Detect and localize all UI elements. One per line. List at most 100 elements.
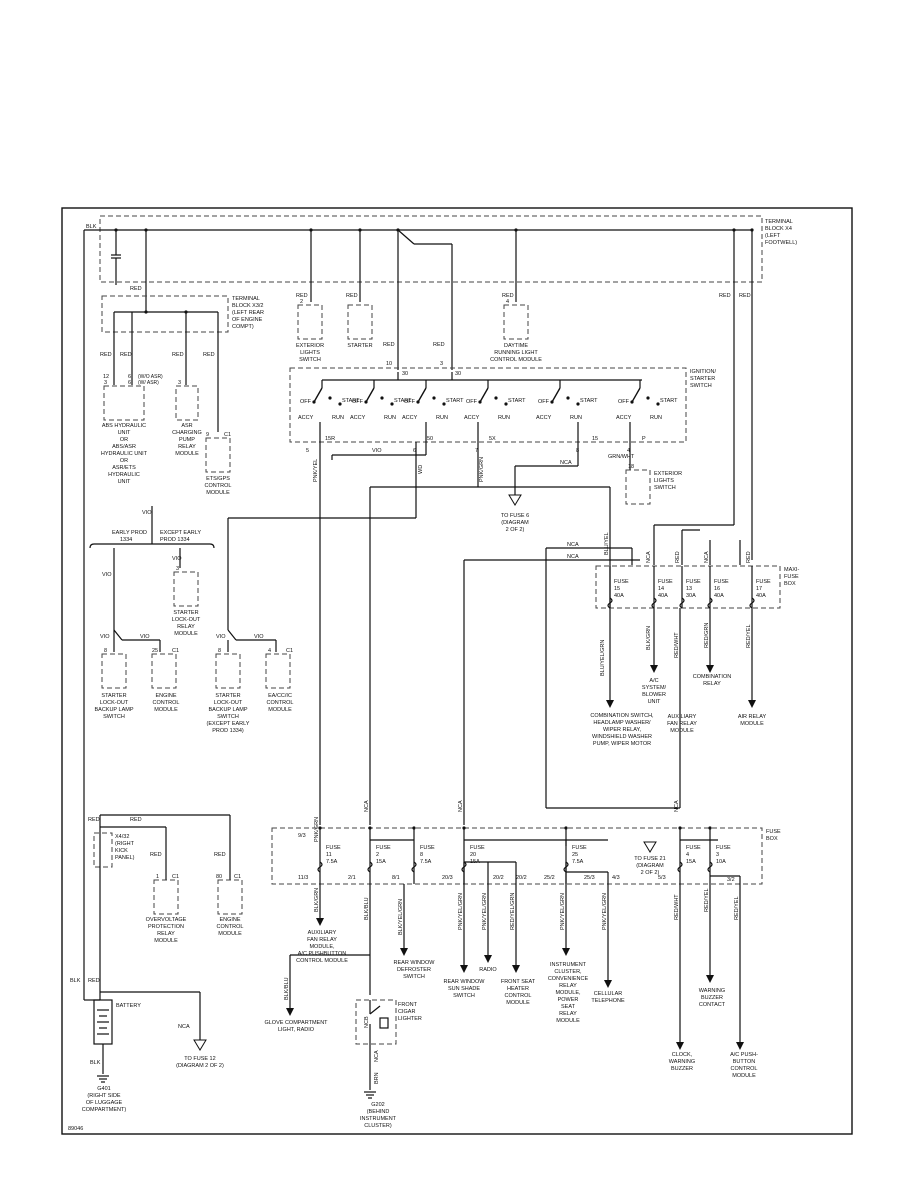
label: 15A	[376, 859, 386, 865]
wire-label: NCA	[374, 1050, 380, 1062]
pin-label: 3	[440, 361, 443, 367]
wire-label: PNK/YEL	[313, 459, 319, 482]
label: AUXILIARY	[308, 930, 337, 936]
pin-label: 2	[300, 299, 303, 305]
label: HEATER	[507, 986, 529, 992]
label: START	[342, 398, 360, 404]
maxi-fuse-box: MAXI- FUSE BOX FUSE1540AFUSE1440AFUSE133…	[595, 565, 799, 609]
label: RUN	[332, 415, 344, 421]
pin-label: 9/3	[298, 833, 306, 839]
label: CLUSTER,	[554, 969, 582, 975]
label: STARTER	[690, 376, 715, 382]
label: SWITCH	[217, 714, 239, 720]
label: AUXILIARY	[668, 714, 697, 720]
label: COMPARTMENT)	[82, 1107, 127, 1113]
label: BLOCK X3/2	[232, 303, 264, 309]
label: (RIGHT SIDE	[87, 1093, 121, 1099]
label: PANEL)	[115, 855, 135, 861]
label: LOCK-OUT	[214, 700, 243, 706]
label: DEFROSTER	[397, 967, 431, 973]
label: RELAY	[157, 931, 175, 937]
label: MODULE	[174, 631, 198, 637]
starter-top: RED STARTER	[346, 293, 373, 349]
label: CONVENIENCE	[548, 976, 589, 982]
label: ABS HYDRAULIC	[102, 423, 146, 429]
label: FUSE	[714, 579, 729, 585]
label: WARNING	[669, 1059, 695, 1065]
label: STARTER	[173, 610, 198, 616]
label: ETS/GPS	[206, 476, 230, 482]
wire-label: RED/YEL	[734, 896, 740, 920]
note: (W/O ASR)	[138, 374, 163, 380]
label: (RIGHT	[115, 841, 135, 847]
wire-label: RED	[502, 293, 514, 299]
drl-control-module: RED 4 DAYTIME RUNNING LIGHT CONTROL MODU…	[490, 293, 542, 363]
label: 2	[376, 852, 379, 858]
label: MODULE	[154, 938, 178, 944]
label: BUTTON	[733, 1059, 756, 1065]
label: START	[446, 398, 464, 404]
fuse6-reference: TO FUSE 6 (DIAGRAM 2 OF 2)	[501, 513, 529, 533]
wire-label: BLK	[86, 224, 97, 230]
wire-label: RED/WHT	[674, 894, 680, 920]
label: BUZZER	[701, 995, 723, 1001]
label: (EXCEPT EARLY	[207, 721, 250, 727]
pin-label: 1	[156, 874, 159, 880]
wire-label: BLK	[70, 978, 81, 984]
document-id: 89046	[68, 1126, 83, 1132]
label: COMPT)	[232, 324, 254, 330]
label: RUN	[384, 415, 396, 421]
label: MODULE	[670, 728, 694, 734]
label: 4	[686, 852, 689, 858]
label: BOX	[784, 581, 796, 587]
label: MODULE	[206, 490, 230, 496]
wire-label: BLU/YEL/GRN	[600, 640, 606, 676]
label: LIGHT, RADIO	[278, 1027, 315, 1033]
label: OFF	[618, 399, 630, 405]
starter-lockout-relay: 3 STARTER LOCK-OUT RELAY MODULE	[172, 566, 201, 637]
conn-label: C1	[224, 432, 231, 438]
wire-label: NCA	[674, 800, 680, 812]
label: SWITCH	[103, 714, 125, 720]
wire-label: RED	[130, 817, 142, 823]
label: 40A	[614, 593, 624, 599]
label: A/C PUSHBUTTON	[298, 951, 347, 957]
label: STARTER	[347, 343, 372, 349]
label: ACCY	[298, 415, 314, 421]
wire-label: RED	[739, 293, 751, 299]
label: 30A	[686, 593, 696, 599]
label: G202	[371, 1102, 384, 1108]
label: CONTROL MODULE	[296, 958, 348, 964]
pin-label: 4/3	[612, 875, 620, 881]
wire-label: NCA	[364, 800, 370, 812]
pin-label: 4	[506, 299, 509, 305]
label: ACCY	[350, 415, 366, 421]
label: MODULE	[175, 451, 199, 457]
label: POWER	[558, 997, 579, 1003]
wire-label: RED/GRN	[704, 623, 710, 648]
label: WINDSHIELD WASHER	[592, 734, 652, 740]
pin-label: 8	[218, 648, 221, 654]
label: SWITCH	[453, 993, 475, 999]
wire-label: VIO	[140, 634, 150, 640]
label: MODULE	[154, 707, 178, 713]
label: 25	[572, 852, 578, 858]
wire-label: RED/YEL/GRN	[510, 893, 516, 930]
wire-label: NCA	[560, 460, 572, 466]
wire-label: VIO	[100, 634, 110, 640]
label: CONTACT	[699, 1002, 726, 1008]
label: (DIAGRAM	[501, 520, 529, 526]
label: BUZZER	[671, 1066, 693, 1072]
exterior-lights-switch-2: 18 EXTERIOR LIGHTS SWITCH	[625, 464, 682, 505]
label: TO FUSE 21	[634, 856, 665, 862]
label: (DIAGRAM	[636, 863, 664, 869]
label: 8/1	[392, 875, 400, 881]
wire-label: NCA	[178, 1024, 190, 1030]
